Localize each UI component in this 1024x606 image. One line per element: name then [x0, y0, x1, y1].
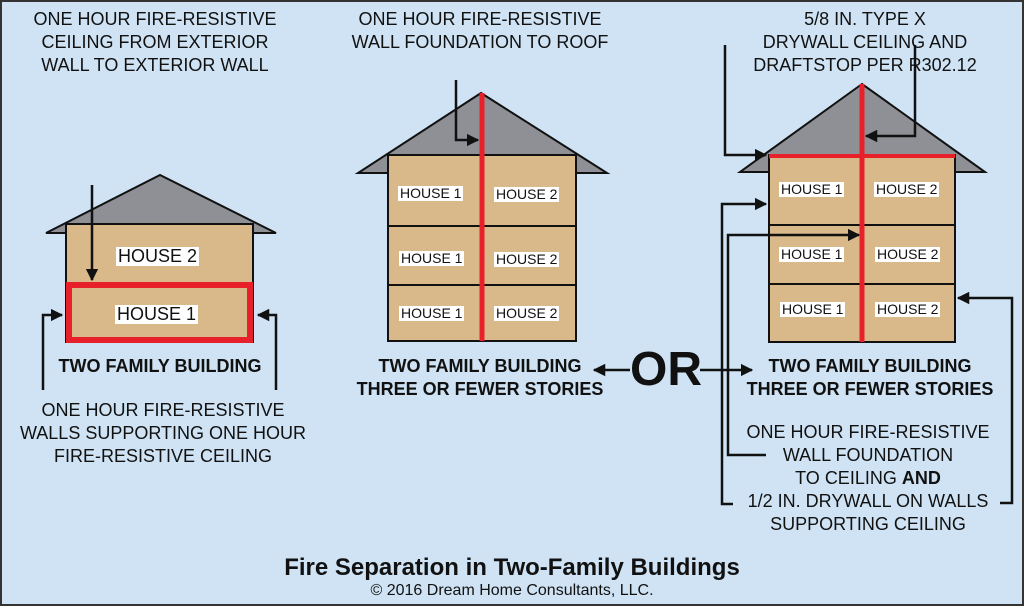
ceiling-arrow — [723, 45, 768, 162]
house-label: HOUSE 1 — [398, 185, 464, 201]
fire-wall-arrow — [726, 228, 861, 457]
house-label: HOUSE 2 — [875, 301, 941, 317]
house-label: HOUSE 2 — [494, 305, 560, 321]
caption-line: TWO FAMILY BUILDING — [768, 356, 972, 376]
note-emphasis: AND — [901, 468, 941, 488]
note-line: CEILING FROM EXTERIOR — [41, 32, 269, 52]
note-line: DRAFTSTOP PER R302.12 — [753, 55, 977, 75]
note-line: ONE HOUR FIRE-RESISTIVE — [41, 400, 285, 420]
house-label: HOUSE 1 — [779, 181, 845, 197]
house-label: HOUSE 1 — [399, 250, 465, 266]
house-label: HOUSE 2 — [494, 251, 560, 267]
house-label: HOUSE 2 — [116, 246, 200, 266]
house-label: HOUSE 2 — [875, 246, 941, 262]
caption-line: TWO FAMILY BUILDING — [378, 356, 582, 376]
left-caption: TWO FAMILY BUILDING — [58, 356, 262, 376]
copyright: © 2016 Dream Home Consultants, LLC. — [370, 582, 654, 599]
note-line: DRYWALL CEILING AND — [762, 32, 968, 52]
note-line: ONE HOUR FIRE-RESISTIVE — [746, 422, 990, 442]
house-label: HOUSE 2 — [874, 181, 940, 197]
right-wall-arrow — [256, 308, 278, 390]
left-wall-drywall-arrow — [720, 197, 768, 506]
note-text: TO CEILING — [795, 468, 902, 488]
middle-caption: TWO FAMILY BUILDING THREE OR FEWER STORI… — [330, 355, 630, 401]
note-line: ONE HOUR FIRE-RESISTIVE — [33, 9, 277, 29]
middle-wall-arrow — [454, 80, 480, 147]
or-label: OR — [630, 343, 702, 396]
right-wall-drywall-arrow — [956, 291, 1014, 505]
note-line: WALLS SUPPORTING ONE HOUR — [19, 423, 307, 443]
house-label: HOUSE 1 — [780, 301, 846, 317]
caption-line: THREE OR FEWER STORIES — [356, 379, 604, 399]
left-top-note: ONE HOUR FIRE-RESISTIVE CEILING FROM EXT… — [0, 8, 310, 77]
house-label: HOUSE 1 — [779, 246, 845, 262]
note-line: WALL FOUNDATION TO ROOF — [351, 32, 609, 52]
middle-top-note: ONE HOUR FIRE-RESISTIVE WALL FOUNDATION … — [330, 8, 630, 54]
note-line: SUPPORTING CEILING — [770, 514, 966, 534]
diagram-title: Fire Separation in Two-Family Buildings — [284, 554, 740, 581]
note-line: 1/2 IN. DRYWALL ON WALLS — [747, 491, 989, 511]
note-line: ONE HOUR FIRE-RESISTIVE — [358, 9, 602, 29]
house-label: HOUSE 2 — [494, 186, 560, 202]
right-bottom-note: ONE HOUR FIRE-RESISTIVE WALL FOUNDATION … — [730, 421, 1006, 536]
note-line: WALL TO EXTERIOR WALL — [41, 55, 269, 75]
note-line: 5/8 IN. TYPE X — [804, 9, 926, 29]
left-wall-arrow — [41, 308, 64, 390]
right-top-note: 5/8 IN. TYPE X DRYWALL CEILING AND DRAFT… — [720, 8, 1010, 77]
middle-house — [354, 80, 611, 342]
draftstop-arrow — [864, 45, 917, 143]
right-caption: TWO FAMILY BUILDING THREE OR FEWER STORI… — [730, 355, 1010, 401]
left-bottom-note: ONE HOUR FIRE-RESISTIVE WALLS SUPPORTING… — [0, 399, 326, 468]
caption-line: THREE OR FEWER STORIES — [746, 379, 994, 399]
note-line: FIRE-RESISTIVE CEILING — [53, 446, 273, 466]
note-line: WALL FOUNDATION — [782, 445, 954, 465]
note-line: TO CEILING AND — [730, 467, 1006, 490]
left-fire-separation — [66, 282, 253, 343]
house-label: HOUSE 1 — [399, 305, 465, 321]
house-label: HOUSE 1 — [115, 304, 199, 324]
